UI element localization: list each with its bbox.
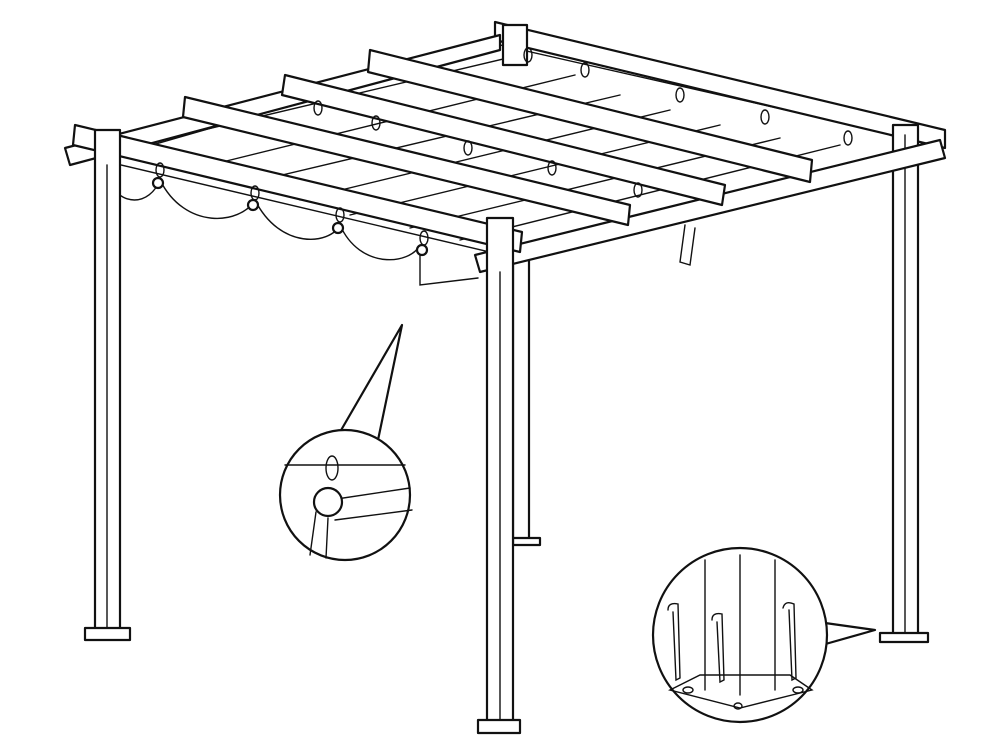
front-left-post: [83, 128, 132, 642]
front-frame-beam: [473, 138, 947, 274]
right-post: [878, 123, 930, 644]
front-middle-post: [476, 216, 522, 735]
detail-anchor-callout: [651, 546, 877, 724]
back-frame-beam: [493, 20, 947, 150]
back-left-post: [511, 248, 542, 547]
top-beams: [71, 48, 814, 254]
detail-hook-callout: [278, 323, 413, 562]
